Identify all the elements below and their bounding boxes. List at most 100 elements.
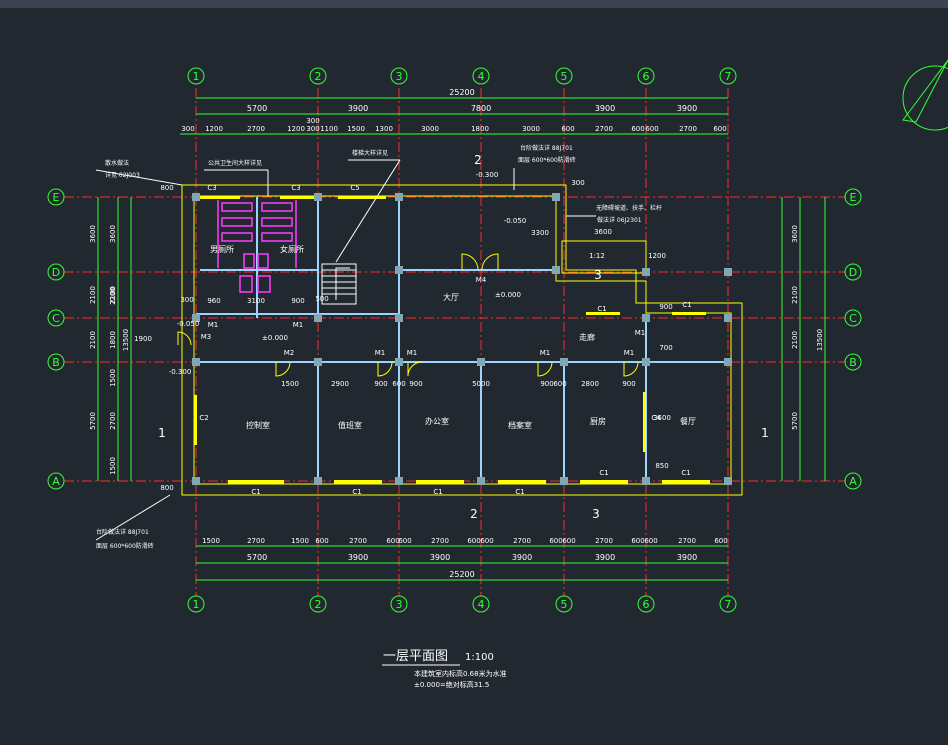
annotation-label: M1	[624, 349, 635, 357]
section-mark: 1	[158, 426, 166, 440]
dimension-bottom-detail: 2700	[247, 537, 265, 545]
note-text: 无障碍坡道、扶手、栏杆	[596, 204, 662, 212]
annotation-label: C3	[207, 184, 216, 192]
dimension-top-detail: 300	[306, 125, 319, 133]
dimension-left-inner: 2100	[109, 286, 117, 304]
dimension-top-detail: 600	[561, 125, 574, 133]
dimension-top-detail: 1100	[320, 125, 338, 133]
dimension-top-detail: 2700	[247, 125, 265, 133]
axis-label: 4	[478, 598, 485, 611]
toilet-fixtures	[217, 200, 297, 293]
axis-bubble	[719, 595, 737, 613]
annotation-label: C1	[682, 301, 691, 309]
axis-bubble	[309, 595, 327, 613]
dimension-bottom-detail: 600	[398, 537, 411, 545]
annotation-label: 3100	[247, 297, 265, 305]
dimension-bottom-detail: 600	[386, 537, 399, 545]
column	[314, 358, 322, 366]
annotation-label: 2800	[581, 380, 599, 388]
column	[552, 266, 560, 274]
axis-bubble	[47, 263, 65, 281]
axis-label: 5	[561, 598, 568, 611]
axis-label: 7	[725, 598, 732, 611]
axis-label: E	[53, 191, 60, 204]
axis-bubble	[555, 67, 573, 85]
dimension-left-inner: 1500	[109, 369, 117, 387]
section-mark: 1	[761, 426, 769, 440]
axis-bubble	[47, 353, 65, 371]
axis-label: 3	[396, 70, 403, 83]
dimension-bottom-detail: 600	[644, 537, 657, 545]
annotation-label: 300	[306, 117, 319, 125]
annotation-label: C1	[433, 488, 442, 496]
annotation-label: 900	[374, 380, 387, 388]
annotation-label: 900	[540, 380, 553, 388]
annotation-label: -0.300	[476, 171, 499, 179]
dimension-top-detail: 1800	[471, 125, 489, 133]
annotation-label: M1	[407, 349, 418, 357]
dimension-bottom-detail: 600	[467, 537, 480, 545]
dimension-bottom-detail: 600	[631, 537, 644, 545]
window-top-bar	[0, 0, 948, 8]
room-label: 档案室	[508, 420, 532, 430]
axis-bubble	[47, 472, 65, 490]
column	[192, 193, 200, 201]
annotation-label: 5000	[472, 380, 490, 388]
leader-lines	[95, 159, 596, 541]
annotation-label: C4	[651, 414, 661, 422]
dimension-bottom-detail: 2700	[349, 537, 367, 545]
annotation-label: 700	[659, 344, 672, 352]
axis-bubble	[390, 67, 408, 85]
room-label: 值班室	[338, 420, 362, 430]
column	[724, 477, 732, 485]
dimension-top-bay: 7800	[471, 104, 491, 113]
annotation-label: C5	[350, 184, 359, 192]
annotation-label: 500	[315, 295, 328, 303]
window-strips	[194, 196, 710, 484]
dimension-bottom-detail: 1500	[291, 537, 309, 545]
column	[642, 268, 650, 276]
room-label: 大厅	[443, 292, 459, 302]
dimension-bottom-total: 25200	[449, 570, 474, 579]
annotation-label: ±0.000	[495, 291, 521, 299]
room-label: 女厕所	[280, 244, 304, 254]
drawing-scale: 1:100	[465, 652, 494, 663]
column	[314, 314, 322, 322]
dimension-top-detail: 2700	[595, 125, 613, 133]
room-label: 厨房	[590, 416, 606, 426]
note-text: 做法详 06J2301	[597, 216, 642, 224]
axis-bubble	[637, 67, 655, 85]
annotation-label: C1	[599, 469, 608, 477]
dimension-bottom-bay: 3900	[512, 553, 532, 562]
note-text: 楼梯大样详见	[352, 149, 388, 157]
annotation-label: C3	[291, 184, 300, 192]
axis-bubble	[844, 472, 862, 490]
dimension-top-detail: 600	[631, 125, 644, 133]
dimension-top-detail: 3000	[522, 125, 540, 133]
dimension-bottom-bay: 3900	[677, 553, 697, 562]
annotation-label: 900	[622, 380, 635, 388]
column	[560, 358, 568, 366]
axis-label: 1	[193, 70, 200, 83]
room-labels: 男厕所女厕所大厅走廊控制室值班室办公室档案室厨房餐厅	[210, 244, 696, 430]
dimension-top-detail: 600	[645, 125, 658, 133]
axis-label: B	[52, 356, 60, 369]
structural-columns	[192, 193, 732, 485]
axis-label: 1	[193, 598, 200, 611]
axis-bubble	[472, 595, 490, 613]
dimension-bottom-detail: 600	[714, 537, 727, 545]
note-text: 面层 600*600防滑砖	[96, 542, 154, 550]
axis-label: 4	[478, 70, 485, 83]
dimension-left-inner: 2700	[109, 412, 117, 430]
annotation-label: C1	[681, 469, 690, 477]
axis-bubble	[47, 188, 65, 206]
dimension-left-inner: 1500	[109, 457, 117, 475]
axis-label: D	[849, 266, 857, 279]
annotation-label: -0.300	[169, 368, 192, 376]
dimension-bottom-detail: 600	[562, 537, 575, 545]
note-text: 面层 600*600防滑砖	[518, 156, 576, 164]
